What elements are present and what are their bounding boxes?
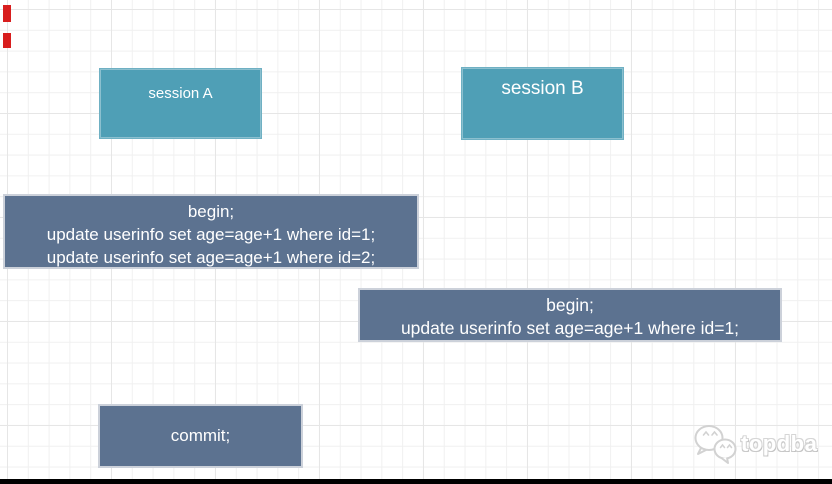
watermark: topdba: [693, 423, 817, 465]
commit-label: commit;: [170, 426, 231, 445]
sql-statement: begin;: [546, 295, 594, 315]
red-edge-mark-top: [3, 5, 11, 22]
wechat-chat-bubbles-icon: [694, 425, 737, 464]
red-edge-mark-bottom: [3, 33, 11, 48]
commit-box: commit;: [98, 404, 303, 468]
session-b-sql-box: begin; update userinfo set age=age+1 whe…: [358, 288, 782, 342]
session-a-box: session A: [99, 68, 262, 139]
session-b-box: session B: [461, 67, 624, 140]
session-a-label: session A: [148, 85, 213, 102]
sql-statement: update userinfo set age=age+1 where id=1…: [400, 318, 740, 338]
bottom-black-bar: [0, 479, 832, 484]
sql-statement: begin;: [187, 202, 235, 221]
sql-statement: update userinfo set age=age+1 where id=1…: [46, 225, 376, 244]
sql-statement: update userinfo set age=age+1 where id=2…: [46, 248, 376, 267]
session-a-sql-box: begin; update userinfo set age=age+1 whe…: [3, 194, 419, 269]
watermark-brand-text: topdba: [741, 431, 818, 456]
session-b-label: session B: [501, 78, 584, 99]
